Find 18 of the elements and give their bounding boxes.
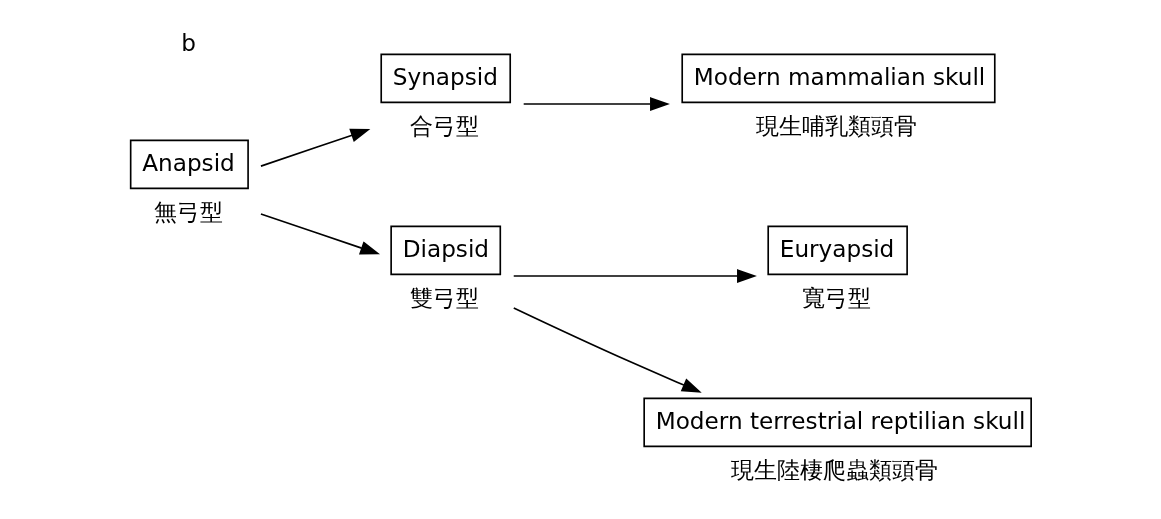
node-box: Anapsid: [129, 139, 249, 190]
node-box: Modern terrestrial reptilian skull: [643, 397, 1032, 448]
node-label: 寬弓型: [802, 285, 872, 312]
node-label: 現生哺乳類頭骨: [755, 113, 917, 140]
node-box: Modern mammalian skull: [681, 53, 996, 104]
arrow: [522, 97, 670, 111]
node-box: Diapsid: [390, 225, 502, 276]
arrow: [260, 213, 380, 255]
arrow: [260, 128, 371, 167]
node-box: Euryapsid: [767, 225, 908, 276]
label: b: [181, 29, 196, 56]
node-label: 無弓型: [153, 199, 223, 226]
node-label: 現生陸棲爬蟲類頭骨: [730, 457, 938, 484]
arrow: [512, 307, 702, 393]
node-box: Synapsid: [380, 53, 512, 104]
arrow: [512, 269, 757, 283]
node-label: 雙弓型: [410, 285, 480, 312]
node-label: 合弓型: [410, 113, 480, 140]
